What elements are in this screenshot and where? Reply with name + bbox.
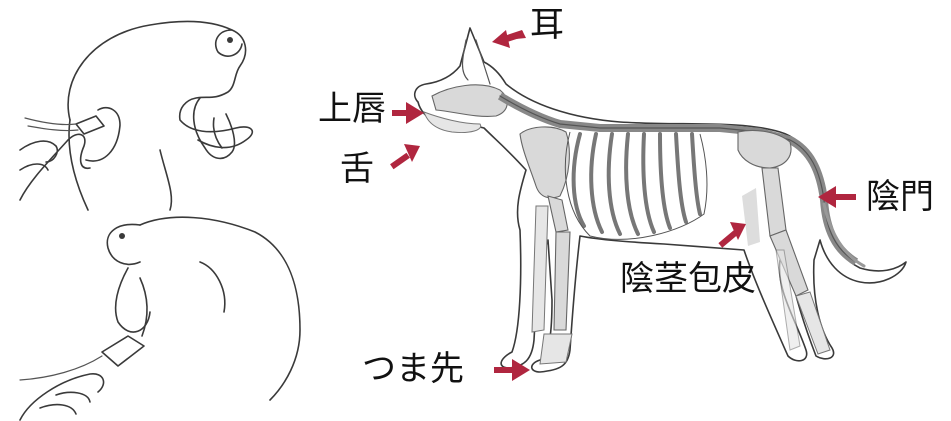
- arrow-prepuce: [718, 222, 746, 248]
- arrow-upper-lip: [392, 102, 424, 124]
- label-ear: 耳: [530, 8, 564, 42]
- arrow-vulva: [818, 186, 856, 208]
- arrow-tongue: [390, 144, 420, 169]
- label-prepuce: 陰茎包皮: [620, 262, 756, 296]
- label-toe: つま先: [362, 352, 464, 386]
- label-vulva: 陰門: [866, 180, 934, 214]
- arrow-toe: [494, 359, 530, 381]
- label-tongue: 舌: [340, 152, 374, 186]
- label-upper-lip: 上唇: [318, 92, 386, 126]
- arrow-ear: [492, 30, 526, 48]
